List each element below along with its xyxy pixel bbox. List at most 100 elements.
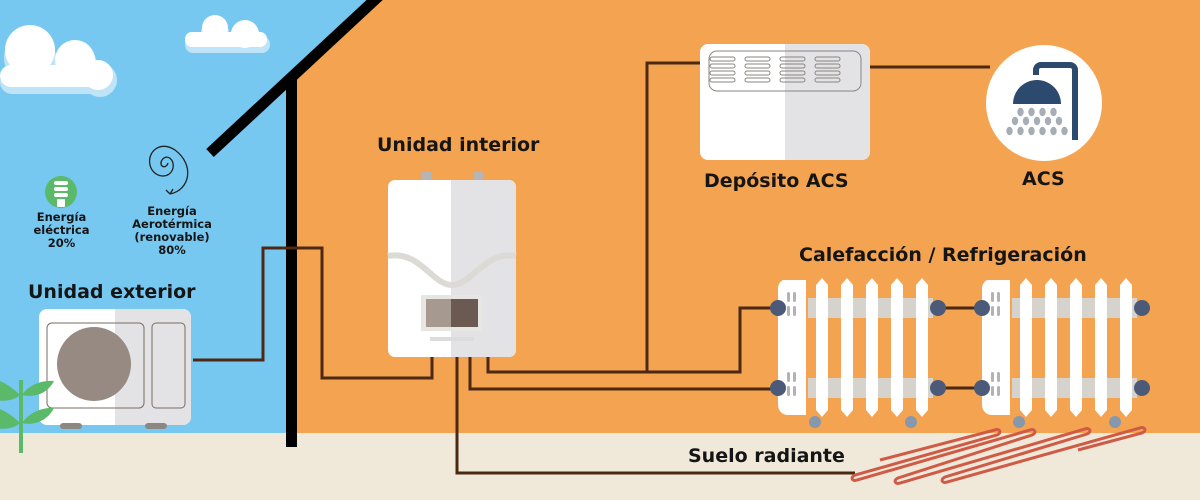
cloud-icon xyxy=(0,25,117,97)
indoor-unit-illustration xyxy=(387,172,517,357)
energy-aero-percent: 80% xyxy=(158,243,186,257)
water-drop xyxy=(1011,116,1019,126)
radiator-slot xyxy=(991,292,994,302)
radiator-fin xyxy=(816,278,828,417)
ground xyxy=(0,433,1200,500)
vent-slot xyxy=(779,70,806,76)
dhw-tank-label: Depósito ACS xyxy=(704,170,849,192)
plant-icon xyxy=(0,380,54,453)
radiator-valve xyxy=(974,380,990,396)
radiator-foot xyxy=(1109,416,1121,428)
lightbulb-icon xyxy=(45,176,77,208)
water-drop xyxy=(1039,126,1046,136)
vent-slot xyxy=(744,63,771,69)
energy-electric-percent: 20% xyxy=(47,236,76,250)
energy-electric-line1: Energía xyxy=(36,210,87,224)
water-drop xyxy=(1044,116,1052,126)
vent-slot xyxy=(709,63,736,69)
radiator-slot xyxy=(793,292,796,302)
vent-slot xyxy=(814,77,841,83)
energy-electric-label: Energía eléctrica 20% xyxy=(24,211,99,250)
radiator-valve xyxy=(770,380,786,396)
radiator-end xyxy=(981,280,1010,415)
roof-line xyxy=(206,0,383,158)
radiator-valve xyxy=(930,300,946,316)
radiator-slot xyxy=(793,306,796,316)
vent-slot xyxy=(709,70,736,76)
radiator-valve xyxy=(974,300,990,316)
radiator-slot xyxy=(787,292,790,302)
energy-aero-line3: (renovable) xyxy=(134,230,210,244)
radiator-foot xyxy=(1013,416,1025,428)
vent-slot xyxy=(779,63,806,69)
energy-electric-line2: eléctrica xyxy=(33,223,90,237)
radiator-foot xyxy=(905,416,917,428)
radiator-fin xyxy=(1095,278,1107,417)
radiator-fin xyxy=(916,278,928,417)
water-drop xyxy=(1022,116,1030,126)
radiator-slot xyxy=(997,292,1000,302)
radiator xyxy=(770,278,946,428)
radiator xyxy=(974,278,1150,428)
water-drop xyxy=(1061,126,1068,136)
energy-aero-line2: Aerotérmica xyxy=(132,217,212,231)
radiator-slot xyxy=(787,372,790,382)
radiator-fin xyxy=(841,278,853,417)
radiator-fin xyxy=(1020,278,1032,417)
radiator-slot xyxy=(787,306,790,316)
radiator-valve xyxy=(1134,300,1150,316)
radiator-foot xyxy=(809,416,821,428)
water-drop xyxy=(1028,126,1035,136)
radiator-slot xyxy=(793,372,796,382)
floor-heating-pipe xyxy=(850,426,1147,485)
dhw-label: ACS xyxy=(1022,168,1065,190)
water-drop xyxy=(1039,107,1046,117)
water-drop xyxy=(1017,107,1024,117)
radiators xyxy=(770,278,1150,428)
radiator-slot xyxy=(997,372,1000,382)
radiator-valve xyxy=(770,300,786,316)
radiator-valve xyxy=(1134,380,1150,396)
vent-slot xyxy=(814,63,841,69)
vent-slot xyxy=(779,77,806,83)
radiator-slot xyxy=(787,386,790,396)
shower-icon xyxy=(986,45,1102,161)
vent-slot xyxy=(744,77,771,83)
outdoor-unit-label: Unidad exterior xyxy=(28,281,196,303)
vent-slot xyxy=(744,56,771,62)
vent-slot xyxy=(814,56,841,62)
radiator-fin xyxy=(1045,278,1057,417)
floor-heating-label: Suelo radiante xyxy=(688,445,845,467)
vent-slot xyxy=(779,56,806,62)
water-drop xyxy=(1028,107,1035,117)
water-drop xyxy=(1055,116,1063,126)
radiator-slot xyxy=(997,306,1000,316)
radiator-fin xyxy=(866,278,878,417)
house-wall xyxy=(290,0,1200,435)
radiator-slot xyxy=(997,386,1000,396)
radiator-slot xyxy=(991,306,994,316)
energy-aero-label: Energía Aerotérmica (renovable) 80% xyxy=(122,205,222,257)
water-drop xyxy=(1050,107,1057,117)
fan-icon xyxy=(57,327,131,401)
heating-cooling-label: Calefacción / Refrigeración xyxy=(799,244,1087,266)
water-drop xyxy=(1033,116,1041,126)
water-drop xyxy=(1017,126,1024,136)
energy-aero-line1: Energía xyxy=(147,204,197,218)
radiator-slot xyxy=(991,372,994,382)
vent-slot xyxy=(744,70,771,76)
indoor-unit-label: Unidad interior xyxy=(377,134,540,156)
dhw-tank-illustration xyxy=(700,44,870,160)
spiral-air-icon xyxy=(148,145,189,195)
radiator-fin xyxy=(1070,278,1082,417)
water-drop xyxy=(1006,126,1013,136)
vent-slot xyxy=(709,56,736,62)
radiator-fin xyxy=(891,278,903,417)
vent-slot xyxy=(814,70,841,76)
cloud-icon xyxy=(185,15,270,53)
radiator-valve xyxy=(930,380,946,396)
radiator-slot xyxy=(991,386,994,396)
radiator-end xyxy=(777,280,806,415)
outdoor-unit-illustration xyxy=(39,309,191,429)
